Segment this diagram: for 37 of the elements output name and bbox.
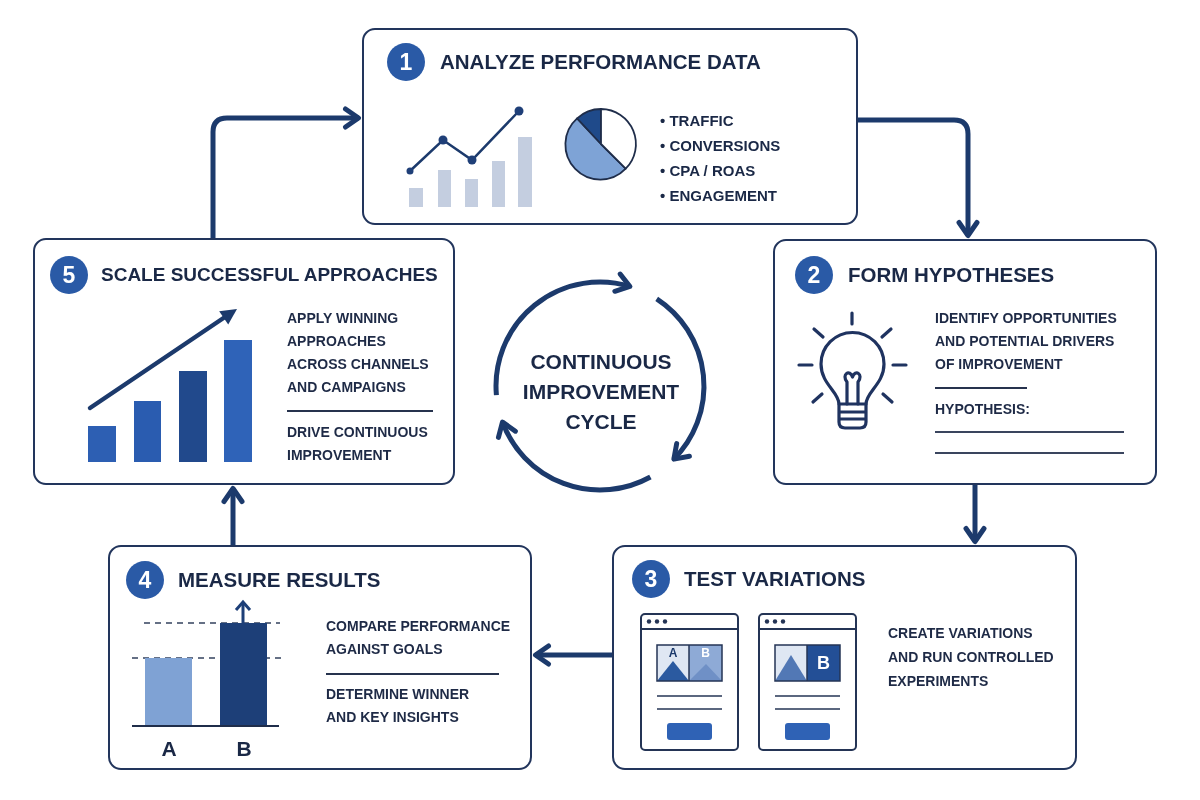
flow-arrow	[210, 106, 361, 238]
flow-arrow	[858, 117, 980, 238]
step-title: TEST VARIATIONS	[684, 566, 866, 592]
step-number: 3	[632, 560, 670, 598]
step-card	[108, 545, 532, 770]
variant-letter: B	[700, 646, 711, 660]
axis-label: A	[160, 736, 178, 762]
variant-letter: B	[816, 652, 831, 675]
step-title: FORM HYPOTHESES	[848, 262, 1055, 288]
step-number: 5	[50, 256, 88, 294]
step-card	[362, 28, 858, 225]
field-label: HYPOTHESIS:	[935, 400, 1031, 419]
metric-list-item: • TRAFFIC	[660, 111, 734, 131]
flow-arrow	[221, 486, 245, 545]
step-number: 1	[387, 43, 425, 81]
step-description: DRIVE CONTINUOUS IMPROVEMENT	[287, 423, 429, 465]
step-description: CREATE VARIATIONS AND RUN CONTROLLED EXPERIMENTS	[888, 624, 1055, 691]
metric-list-item: • ENGAGEMENT	[660, 186, 777, 206]
flow-arrow	[963, 485, 987, 544]
flow-arrow	[533, 643, 612, 667]
metric-list-item: • CPA / ROAS	[660, 161, 756, 181]
step-description: DETERMINE WINNER AND KEY INSIGHTS	[326, 685, 471, 727]
step-description: COMPARE PERFORMANCE AGAINST GOALS	[326, 617, 512, 659]
step-number: 4	[126, 561, 164, 599]
metric-list-item: • CONVERSIONS	[660, 136, 781, 156]
step-description: APPLY WINNING APPROACHES ACROSS CHANNELS AND CAMPAIGNS	[287, 309, 430, 397]
step-card	[33, 238, 455, 485]
step-title: ANALYZE PERFORMANCE DATA	[440, 49, 761, 75]
cycle-label: CONTINUOUS IMPROVEMENT CYCLE	[521, 349, 681, 435]
step-card	[612, 545, 1077, 770]
axis-label: B	[235, 736, 253, 762]
variant-letter: A	[667, 646, 679, 660]
step-title: SCALE SUCCESSFUL APPROACHES	[101, 263, 438, 287]
step-title: MEASURE RESULTS	[178, 567, 381, 593]
step-number: 2	[795, 256, 833, 294]
step-description: IDENTIFY OPPORTUNITIES AND POTENTIAL DRIVERS OF IMPROVEMENT	[935, 309, 1118, 374]
step-card	[773, 239, 1157, 485]
